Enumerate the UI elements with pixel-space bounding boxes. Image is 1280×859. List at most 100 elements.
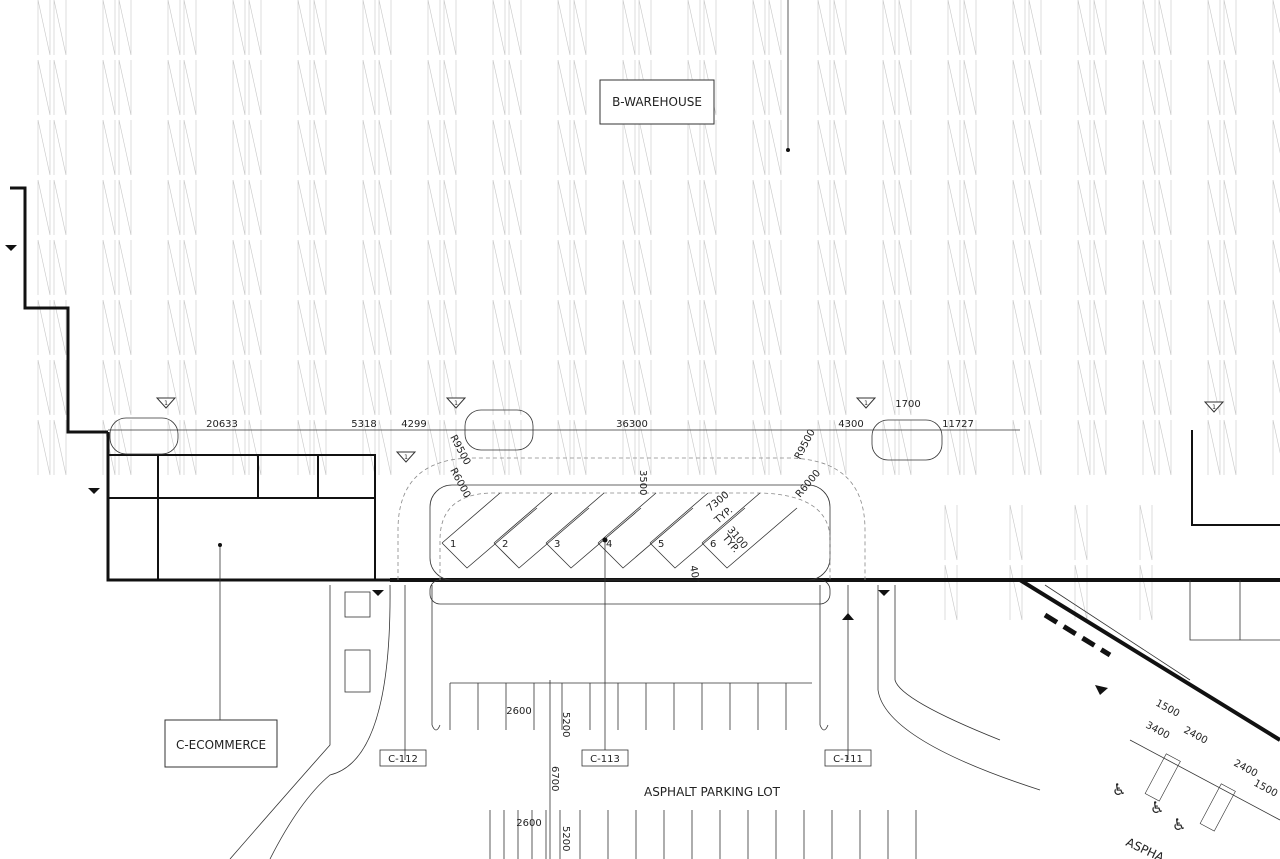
revision-tag-number: 1 [404, 454, 408, 461]
warehouse-racking [37, 0, 1280, 621]
rack-bay [37, 359, 67, 416]
arrow-icon [842, 613, 854, 620]
wheelchair-icon: ♿ [1150, 798, 1164, 817]
rack-bay [687, 299, 717, 356]
revision-clouds [109, 409, 943, 605]
truck-bay: 2 [493, 492, 590, 569]
rack-bay [427, 359, 457, 416]
dim-aisle: 6700 [549, 766, 560, 791]
dim-text: 2400 [1232, 758, 1260, 780]
wheelchair-icon: ♿ [1172, 815, 1186, 834]
dim-text: 2400 [1182, 725, 1210, 747]
rack-bay [1207, 239, 1237, 296]
rack-bay [167, 299, 197, 356]
rack-bay [102, 0, 132, 56]
rack-bay [687, 0, 717, 56]
rack-bay [1272, 419, 1280, 475]
dim-stall-width: 2600 [506, 706, 531, 717]
rack-bay [232, 419, 262, 476]
arrow-icon [5, 245, 17, 251]
rack-bay [752, 179, 782, 236]
rack-bay [1012, 359, 1042, 416]
rack-bay [492, 119, 522, 176]
rack-bay [882, 0, 912, 56]
rack-bay [557, 179, 587, 236]
rack-bay [1207, 0, 1237, 56]
arrow-icon [878, 590, 890, 596]
driveway-left [229, 584, 391, 859]
rack-bay [1142, 419, 1172, 476]
dim-depth: 3500 [637, 470, 648, 495]
revision-tag-number: 1 [1212, 404, 1216, 411]
rack-bay [362, 239, 392, 296]
rack-bay [232, 299, 262, 356]
rack-bay [1012, 419, 1042, 476]
rack-bay [687, 359, 717, 416]
dim-text: 4299 [401, 419, 426, 430]
bay-number: 3 [554, 539, 560, 550]
rack-bay [1077, 119, 1107, 176]
rack-bay [37, 299, 67, 356]
rack-bay [817, 419, 847, 476]
rack-bay [37, 59, 67, 116]
warehouse-label-box [599, 79, 715, 125]
rack-bay [947, 419, 977, 476]
rack-bay [1272, 0, 1280, 55]
rack-bay [167, 59, 197, 116]
rack-bay [1012, 119, 1042, 176]
rack-bay [297, 0, 327, 56]
rack-bay [947, 299, 977, 356]
rack-bay [232, 179, 262, 236]
rack-bay [492, 179, 522, 236]
rack-bay [882, 359, 912, 416]
warehouse-label: B-WAREHOUSE [612, 95, 702, 109]
rack-bay [557, 59, 587, 116]
rack-bay [232, 119, 262, 176]
rack-bay [622, 0, 652, 56]
rack-bay [944, 564, 958, 621]
rack-bay [882, 119, 912, 176]
dim-text: 3400 [1144, 720, 1172, 742]
rack-bay [1142, 179, 1172, 236]
rack-bay [947, 239, 977, 296]
equipment [344, 649, 371, 693]
dock-outer-arc [397, 457, 866, 580]
rack-bay [557, 239, 587, 296]
rack-bay [1009, 504, 1023, 561]
rack-bay [1139, 504, 1153, 561]
rack-bay [427, 239, 457, 296]
rack-bay [622, 359, 652, 416]
dim-radius: R9500 [793, 428, 818, 462]
dim-text: 1500 [1154, 698, 1182, 720]
rack-bay [1012, 59, 1042, 116]
rack-bay [37, 0, 67, 56]
rack-bay [882, 419, 912, 476]
rack-bay [1077, 299, 1107, 356]
rack-bay [1272, 179, 1280, 235]
office-walls-right [1044, 580, 1280, 681]
rack-bay [102, 359, 132, 416]
rack-bay [362, 299, 392, 356]
rack-bay [1272, 359, 1280, 415]
rack-bay [362, 0, 392, 56]
revision-tag-number: 1 [454, 400, 458, 407]
dim-text: 5318 [351, 419, 376, 430]
rack-bay [1142, 359, 1172, 416]
rack-bay [492, 419, 522, 476]
rack-bay [1142, 0, 1172, 56]
rack-bay [1077, 419, 1107, 476]
rack-bay [427, 179, 457, 236]
section-tag: C-112 [388, 754, 418, 765]
dim-text: 20633 [206, 419, 238, 430]
rack-bay [1272, 59, 1280, 115]
section-tag: C-111 [833, 754, 863, 765]
dim-radius: R9500 [447, 433, 472, 467]
revision-tag: 1 [855, 397, 877, 409]
rack-bay [37, 419, 67, 476]
arrow-icon [88, 488, 100, 494]
rack-bay [297, 119, 327, 176]
section-tag: C-113 [590, 754, 620, 765]
rack-bay [687, 419, 717, 476]
rack-bay [102, 179, 132, 236]
